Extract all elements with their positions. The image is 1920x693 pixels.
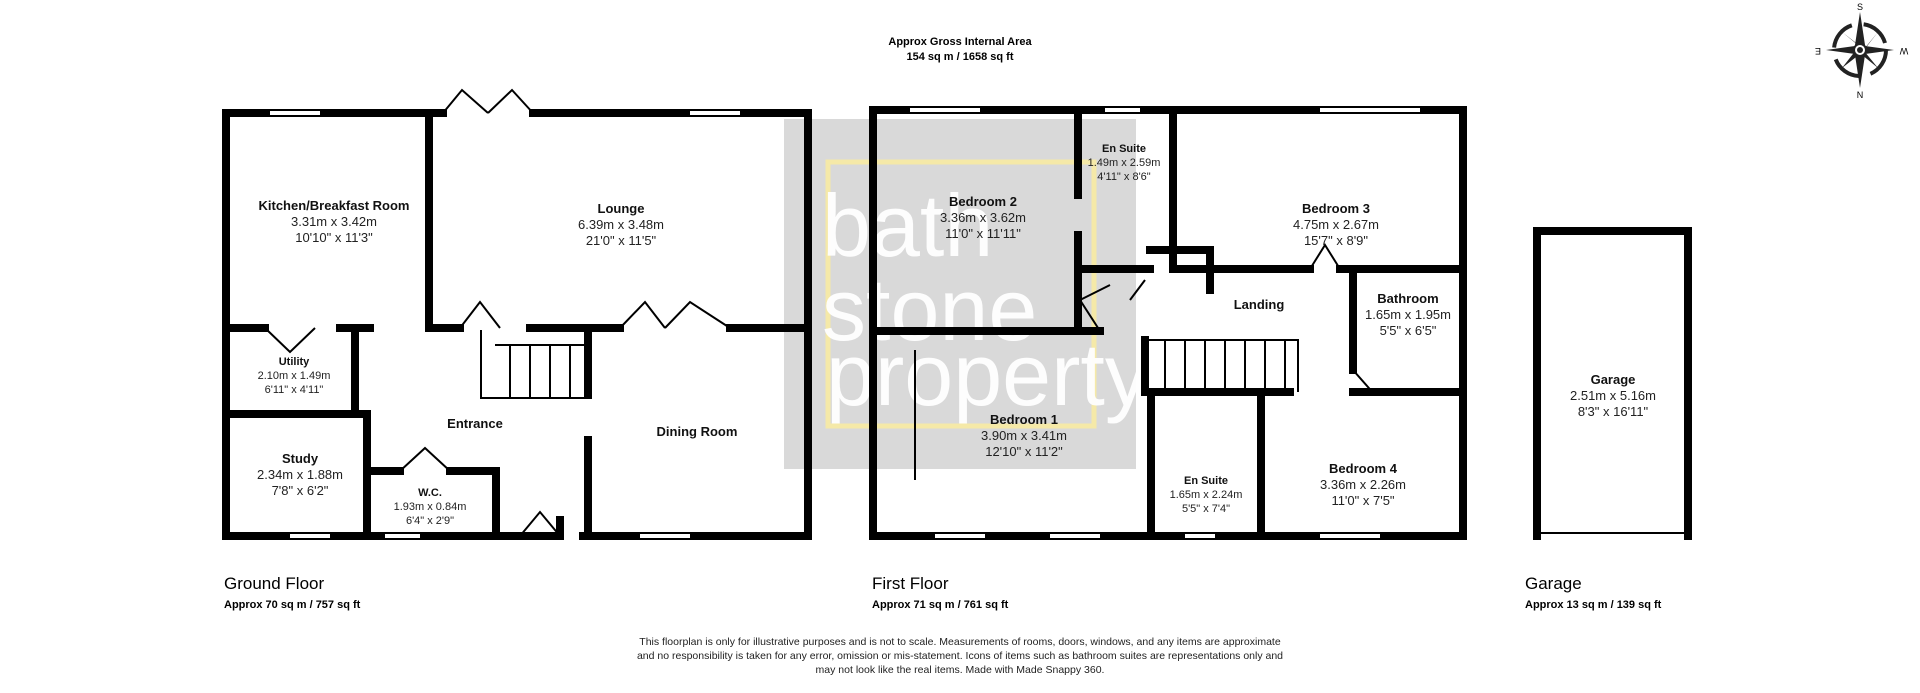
first-floor-area: Approx 71 sq m / 761 sq ft [872, 599, 1009, 611]
room-name: Bedroom 2 [949, 194, 1017, 209]
room-imperial: 7'8" x 6'2" [272, 483, 329, 498]
room-metric: 1.65m x 1.95m [1365, 307, 1451, 322]
compass-w: W [1899, 46, 1908, 56]
room-imperial: 5'5" x 6'5" [1380, 323, 1437, 338]
room-metric: 2.34m x 1.88m [257, 467, 343, 482]
room-imperial: 8'3" x 16'11" [1578, 404, 1649, 419]
room-imperial: 5'5" x 7'4" [1182, 503, 1230, 515]
garage-plan: Garage 2.51m x 5.16m 8'3" x 16'11" [1533, 227, 1692, 540]
compass-s: S [1857, 2, 1863, 12]
room-name: W.C. [418, 487, 442, 499]
compass-icon: S N E W [1815, 2, 1908, 100]
room-name: En Suite [1184, 475, 1228, 487]
room-name: En Suite [1102, 143, 1146, 155]
room-metric: 1.93m x 0.84m [394, 501, 467, 513]
compass-n: N [1857, 90, 1864, 100]
room-metric: 1.49m x 2.59m [1088, 157, 1161, 169]
room-metric: 6.39m x 3.48m [578, 217, 664, 232]
room-imperial: 4'11" x 8'6" [1097, 171, 1150, 183]
watermark-bath: bath [822, 176, 993, 275]
garage-label: Garage [1525, 574, 1582, 593]
room-metric: 1.65m x 2.24m [1170, 489, 1243, 501]
room-metric: 3.31m x 3.42m [291, 214, 377, 229]
room-name: Study [282, 451, 319, 466]
gross-area-title: Approx Gross Internal Area [888, 36, 1032, 48]
room-metric: 4.75m x 2.67m [1293, 217, 1379, 232]
room-name: Bedroom 4 [1329, 461, 1398, 476]
gross-area-total: 154 sq m / 1658 sq ft [907, 51, 1014, 63]
ground-floor-label: Ground Floor [224, 574, 324, 593]
room-imperial: 12'10" x 11'2" [985, 444, 1063, 459]
garage-area: Approx 13 sq m / 139 sq ft [1525, 599, 1662, 611]
first-floor-label: First Floor [872, 574, 949, 593]
disclaimer-line: may not look like the real items. Made w… [816, 664, 1105, 676]
room-name: Utility [279, 356, 310, 368]
room-name: Landing [1234, 297, 1285, 312]
compass-e: E [1815, 46, 1821, 56]
room-name: Lounge [598, 201, 645, 216]
disclaimer-line: and no responsibility is taken for any e… [637, 650, 1283, 662]
room-name: Bedroom 1 [990, 412, 1058, 427]
room-name: Kitchen/Breakfast Room [259, 198, 410, 213]
watermark-property: property [826, 325, 1149, 424]
room-metric: 3.36m x 2.26m [1320, 477, 1406, 492]
room-imperial: 11'0" x 7'5" [1331, 493, 1394, 508]
room-metric: 2.10m x 1.49m [258, 370, 331, 382]
room-metric: 3.36m x 3.62m [940, 210, 1026, 225]
disclaimer-line: This floorplan is only for illustrative … [639, 636, 1281, 648]
room-imperial: 10'10" x 11'3" [295, 230, 373, 245]
room-name: Garage [1591, 372, 1636, 387]
room-metric: 3.90m x 3.41m [981, 428, 1067, 443]
ground-floor-area: Approx 70 sq m / 757 sq ft [224, 599, 361, 611]
room-name: Dining Room [657, 424, 738, 439]
room-imperial: 6'4" x 2'9" [406, 515, 454, 527]
ground-floor-plan: Kitchen/Breakfast Room 3.31m x 3.42m 10'… [222, 88, 812, 540]
room-metric: 2.51m x 5.16m [1570, 388, 1656, 403]
room-imperial: 15'7" x 8'9" [1304, 233, 1368, 248]
room-imperial: 21'0" x 11'5" [586, 233, 657, 248]
room-imperial: 6'11" x 4'11" [265, 384, 324, 396]
room-imperial: 11'0" x 11'11" [945, 226, 1021, 241]
first-floor-plan: Bedroom 2 3.36m x 3.62m 11'0" x 11'11" E… [869, 106, 1467, 540]
room-name: Bedroom 3 [1302, 201, 1370, 216]
watermark-stone: stone [822, 260, 1037, 359]
room-name: Bathroom [1377, 291, 1438, 306]
room-name: Entrance [447, 416, 503, 431]
